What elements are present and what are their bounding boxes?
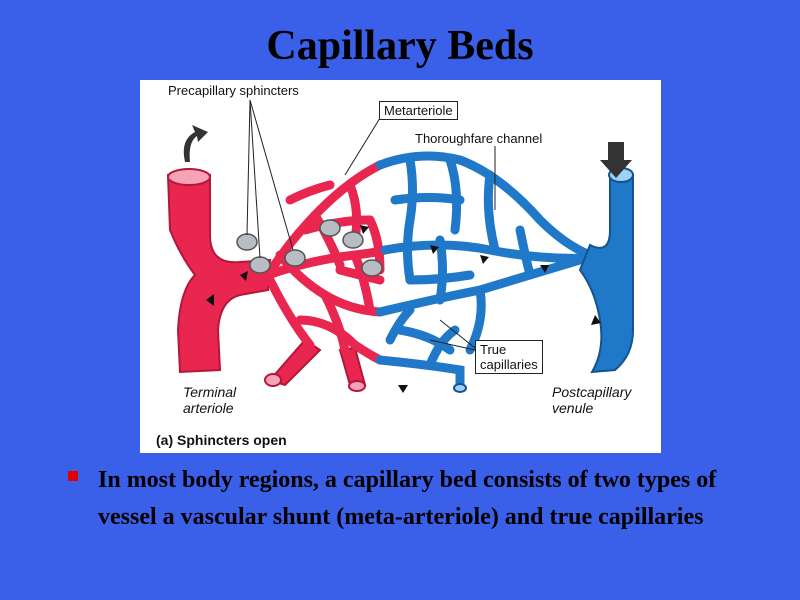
flow-arrow-icon [600, 142, 632, 178]
label-true-capillaries: True capillaries [475, 340, 543, 374]
postcapillary-venule-vessel [578, 167, 634, 374]
bullet-text: In most body regions, a capillary bed co… [98, 467, 717, 530]
venous-capillary-network [375, 151, 595, 390]
bullet-square-icon [68, 471, 78, 481]
label-thoroughfare-channel: Thoroughfare channel [415, 131, 543, 146]
label-metarteriole: Metarteriole [379, 101, 458, 120]
terminal-arteriole-vessel [166, 168, 272, 374]
flow-direction-arrows [206, 225, 601, 393]
label-precapillary-sphincters: Precapillary sphincters [168, 83, 299, 98]
figure-caption: (a) Sphincters open [156, 432, 287, 448]
capillary-bed-figure: Precapillary sphincters Metarteriole Tho… [140, 80, 661, 453]
capillary-bed-illustration [166, 99, 634, 393]
slide-title: Capillary Beds [266, 23, 534, 69]
arterial-capillary-network [263, 160, 390, 365]
leader-lines [246, 99, 496, 351]
precapillary-sphincters [236, 219, 383, 277]
flow-arrow-icon [183, 125, 208, 162]
label-terminal-arteriole: Terminal arteriole [183, 384, 237, 416]
label-postcapillary-venule: Postcapillary venule [552, 384, 632, 416]
